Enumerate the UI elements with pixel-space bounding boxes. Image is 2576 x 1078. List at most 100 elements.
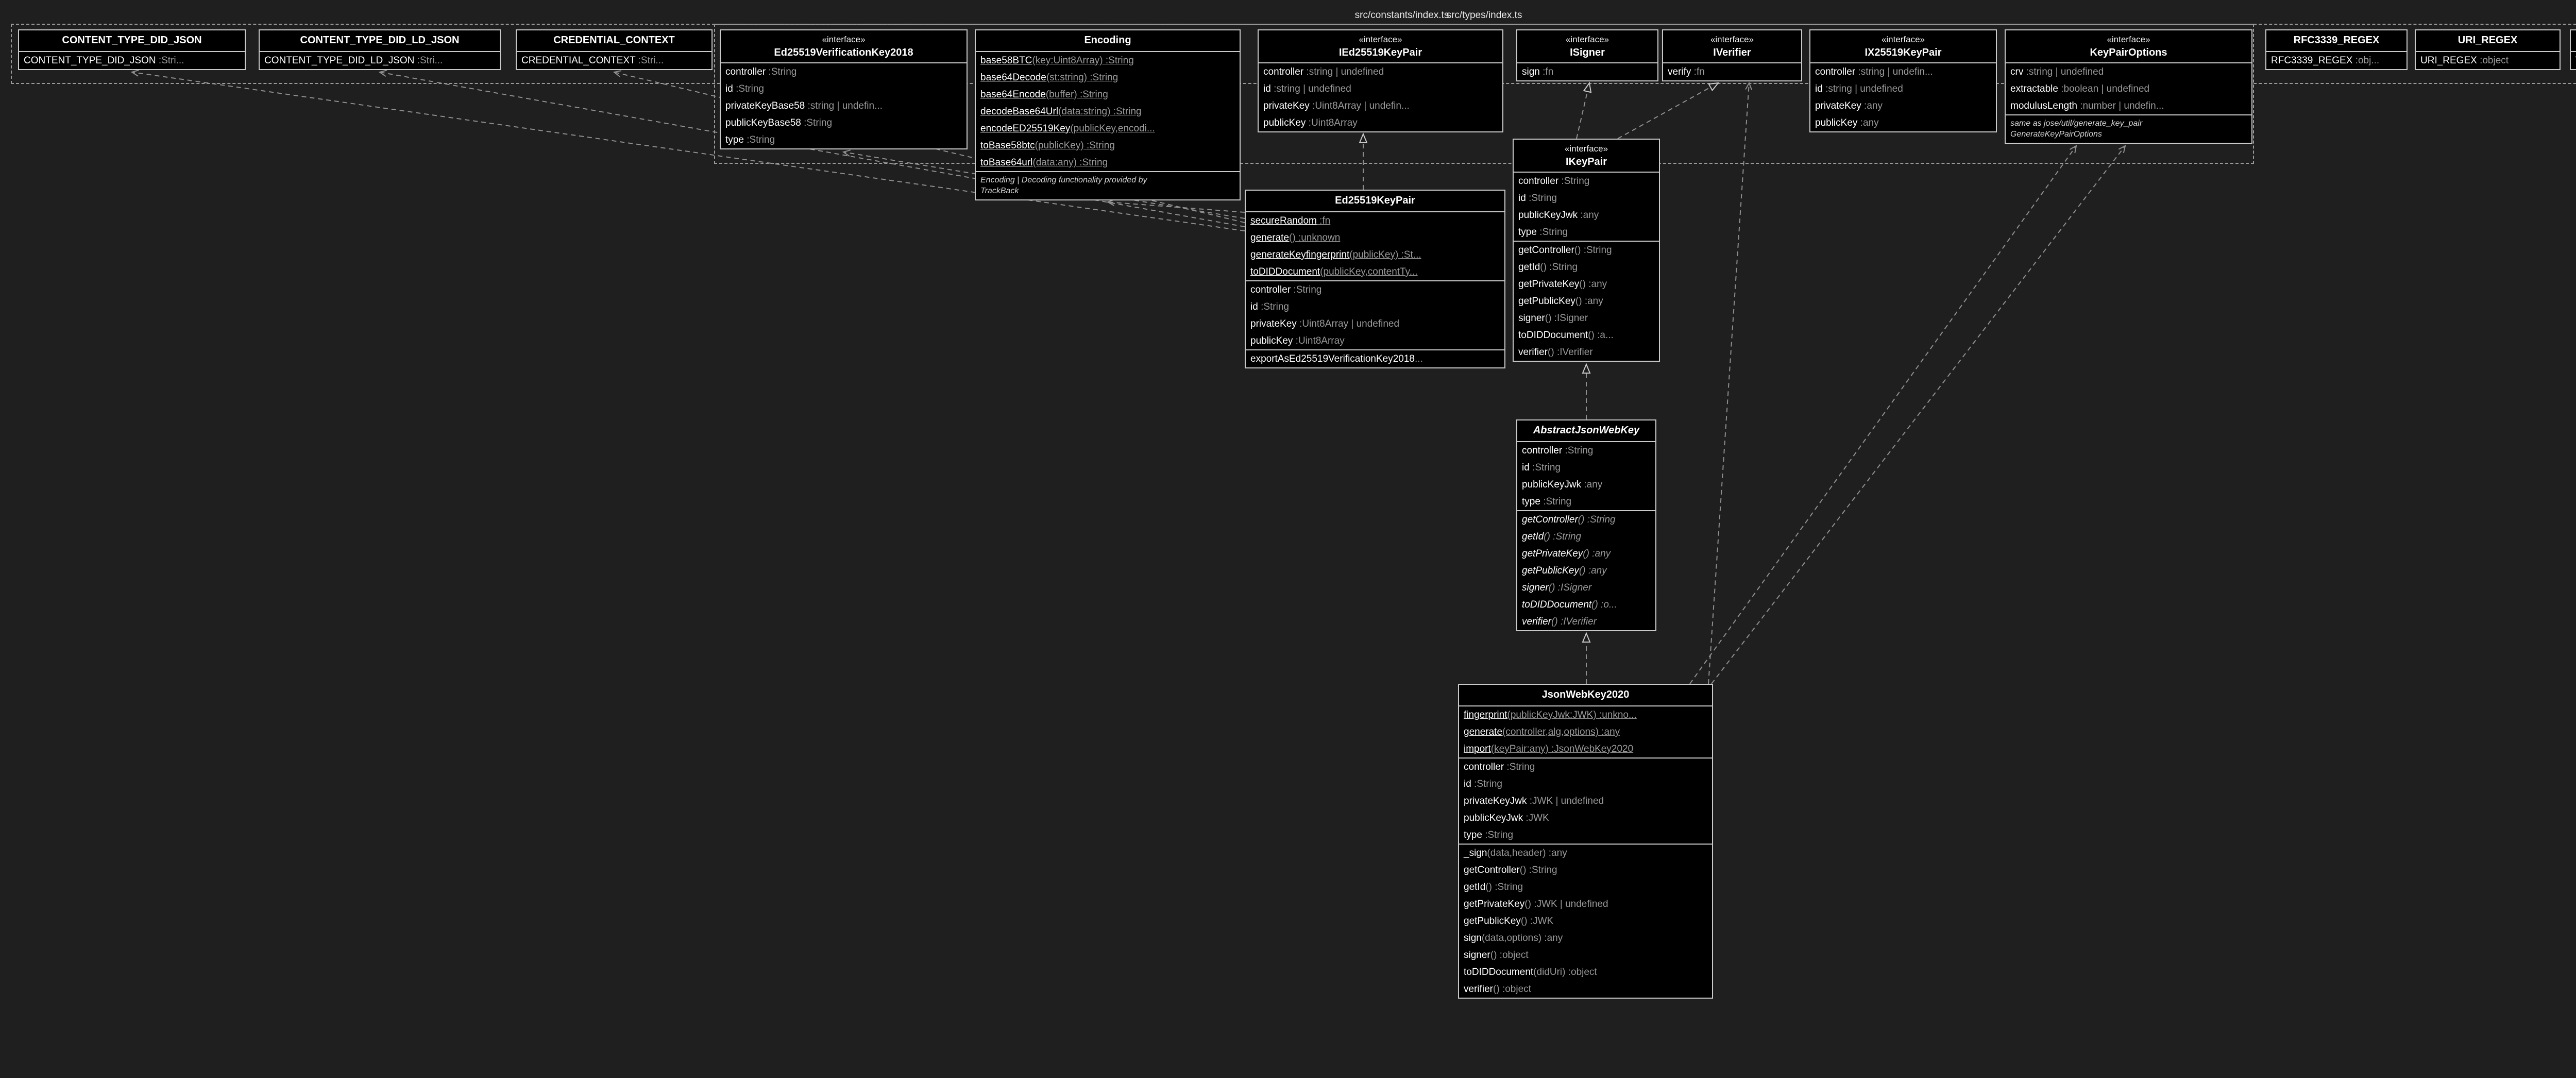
member-row: decodeBase64Url(data:string) :String [976, 103, 1240, 120]
member-name: verify [1668, 66, 1691, 77]
member-type: (publicKey,encodi... [1070, 123, 1155, 134]
member-name: getId [1518, 262, 1540, 273]
member-row: type :String [721, 131, 967, 148]
member-name: controller [725, 66, 766, 77]
member-type: :String [1471, 779, 1502, 789]
member-row: encodeED25519Key(publicKey,encodi... [976, 120, 1240, 137]
member-name: toBase58btc [980, 140, 1035, 151]
member-name: getId [1522, 531, 1544, 542]
member-name: getPublicKey [1518, 296, 1575, 307]
member-name: type [1518, 227, 1537, 238]
member-row: import(keyPair:any) :JsonWebKey2020 [1459, 740, 1712, 757]
member-row: verifier() :IVerifier [1517, 613, 1655, 630]
member-row: verifier() :object [1459, 981, 1712, 998]
member-name: generate [1464, 727, 1503, 737]
class-title: Encoding [1084, 35, 1131, 46]
member-name: CONTENT_TYPE_DID_JSON [24, 55, 156, 66]
member-name: URI_REGEX [2420, 55, 2477, 66]
member-type: (publicKey) :St... [1349, 249, 1421, 260]
member-row: privateKey :Uint8Array | undefined [1246, 315, 1504, 332]
member-row: getId() :String [1517, 528, 1655, 545]
member-type: () :any [1583, 548, 1611, 559]
member-type: (data:any) :String [1032, 157, 1108, 168]
box-header: Encoding [976, 30, 1240, 52]
member-type: :String [766, 66, 797, 77]
member-name: crv [2010, 66, 2024, 77]
member-name: secureRandom [1250, 215, 1317, 226]
box-header: «interface»IVerifier [1663, 30, 1801, 63]
member-type: :JWK [1523, 813, 1549, 823]
note-line: TrackBack [980, 187, 1019, 195]
member-row: id :String [721, 80, 967, 97]
member-type: :string | undefined [2023, 66, 2104, 77]
member-name: getPrivateKey [1522, 548, 1583, 559]
member-type: :String [1504, 762, 1535, 772]
box-header: CONTENT_TYPE_DID_LD_JSON [260, 30, 500, 52]
member-name: toDIDDocument [1250, 266, 1320, 277]
member-type: :fn [1539, 66, 1554, 77]
stereotype-label: «interface» [1564, 144, 1608, 154]
member-row: getPublicKey() :any [1514, 293, 1659, 310]
member-name: getController [1522, 514, 1578, 525]
member-row: VERIFIABLE_CREDENTIALS :Stri... [2571, 52, 2576, 69]
member-name: type [1464, 830, 1482, 840]
member-name: controller [1815, 66, 1856, 77]
member-type: :String [743, 134, 775, 145]
member-name: controller [1522, 445, 1563, 456]
class-title: IX25519KeyPair [1865, 47, 1942, 58]
member-name: publicKey [1815, 117, 1858, 128]
member-row: id :String [1517, 459, 1655, 476]
box-header: «interface»IEd25519KeyPair [1259, 30, 1502, 63]
member-row: type :String [1459, 827, 1712, 844]
member-section: controller :string | undefin...id :strin… [1810, 63, 1996, 131]
member-row: controller :String [721, 63, 967, 80]
member-type: (buffer) :String [1045, 89, 1108, 100]
box-header: «interface»ISigner [1517, 30, 1657, 63]
member-row: base58BTC(key:Uint8Array) :String [976, 52, 1240, 69]
interface-box-keypairoptions: «interface»KeyPairOptions crv :string | u… [2005, 29, 2252, 144]
member-row: generate() :unknown [1246, 229, 1504, 246]
member-type: (data,options) :any [1481, 933, 1563, 944]
box-header: CREDENTIAL_CONTEXT [517, 30, 711, 52]
member-type: :Uint8Array | undefin... [1309, 100, 1410, 111]
member-name: toDIDDocument [1464, 967, 1534, 978]
member-row: controller :string | undefined [1259, 63, 1502, 80]
member-name: privateKeyJwk [1464, 796, 1527, 806]
member-type: () :any [1579, 565, 1607, 576]
member-row: base64Decode(st:string) :String [976, 69, 1240, 86]
member-row: signer() :object [1459, 947, 1712, 964]
member-type: () :unknown [1289, 232, 1341, 243]
member-name: publicKeyJwk [1518, 210, 1578, 221]
member-name: exportAsEd25519VerificationKey2018 [1250, 353, 1415, 364]
member-type: () :JWK [1520, 916, 1554, 927]
member-name: id [725, 83, 733, 94]
member-row: secureRandom :fn [1246, 212, 1504, 229]
member-name: getController [1464, 865, 1520, 875]
member-row: getPrivateKey() :JWK | undefined [1459, 896, 1712, 913]
member-name: sign [1464, 933, 1482, 944]
member-row: publicKeyBase58 :String [721, 114, 967, 131]
member-section: verify :fn [1663, 63, 1801, 80]
member-row: publicKeyJwk :JWK [1459, 810, 1712, 827]
member-type: :any [1581, 479, 1603, 490]
box-header: «interface»KeyPairOptions [2006, 30, 2251, 63]
member-name: fingerprint [1464, 710, 1507, 720]
member-type: () :String [1578, 514, 1616, 525]
member-row: toDIDDocument(didUri) :object [1459, 964, 1712, 981]
member-type: :Stri... [414, 55, 443, 66]
member-type: :any [1861, 100, 1883, 111]
member-name: generate [1250, 232, 1290, 243]
class-title: CONTENT_TYPE_DID_LD_JSON [300, 35, 460, 46]
member-section: exportAsEd25519VerificationKey2018... [1246, 349, 1504, 367]
member-row: base64Encode(buffer) :String [976, 86, 1240, 103]
box-header: AbstractJsonWebKey [1517, 420, 1655, 442]
member-name: RFC3339_REGEX [2271, 55, 2353, 66]
member-type: () :JWK | undefined [1524, 899, 1608, 909]
member-row: RFC3339_REGEX :obj... [2266, 52, 2406, 69]
